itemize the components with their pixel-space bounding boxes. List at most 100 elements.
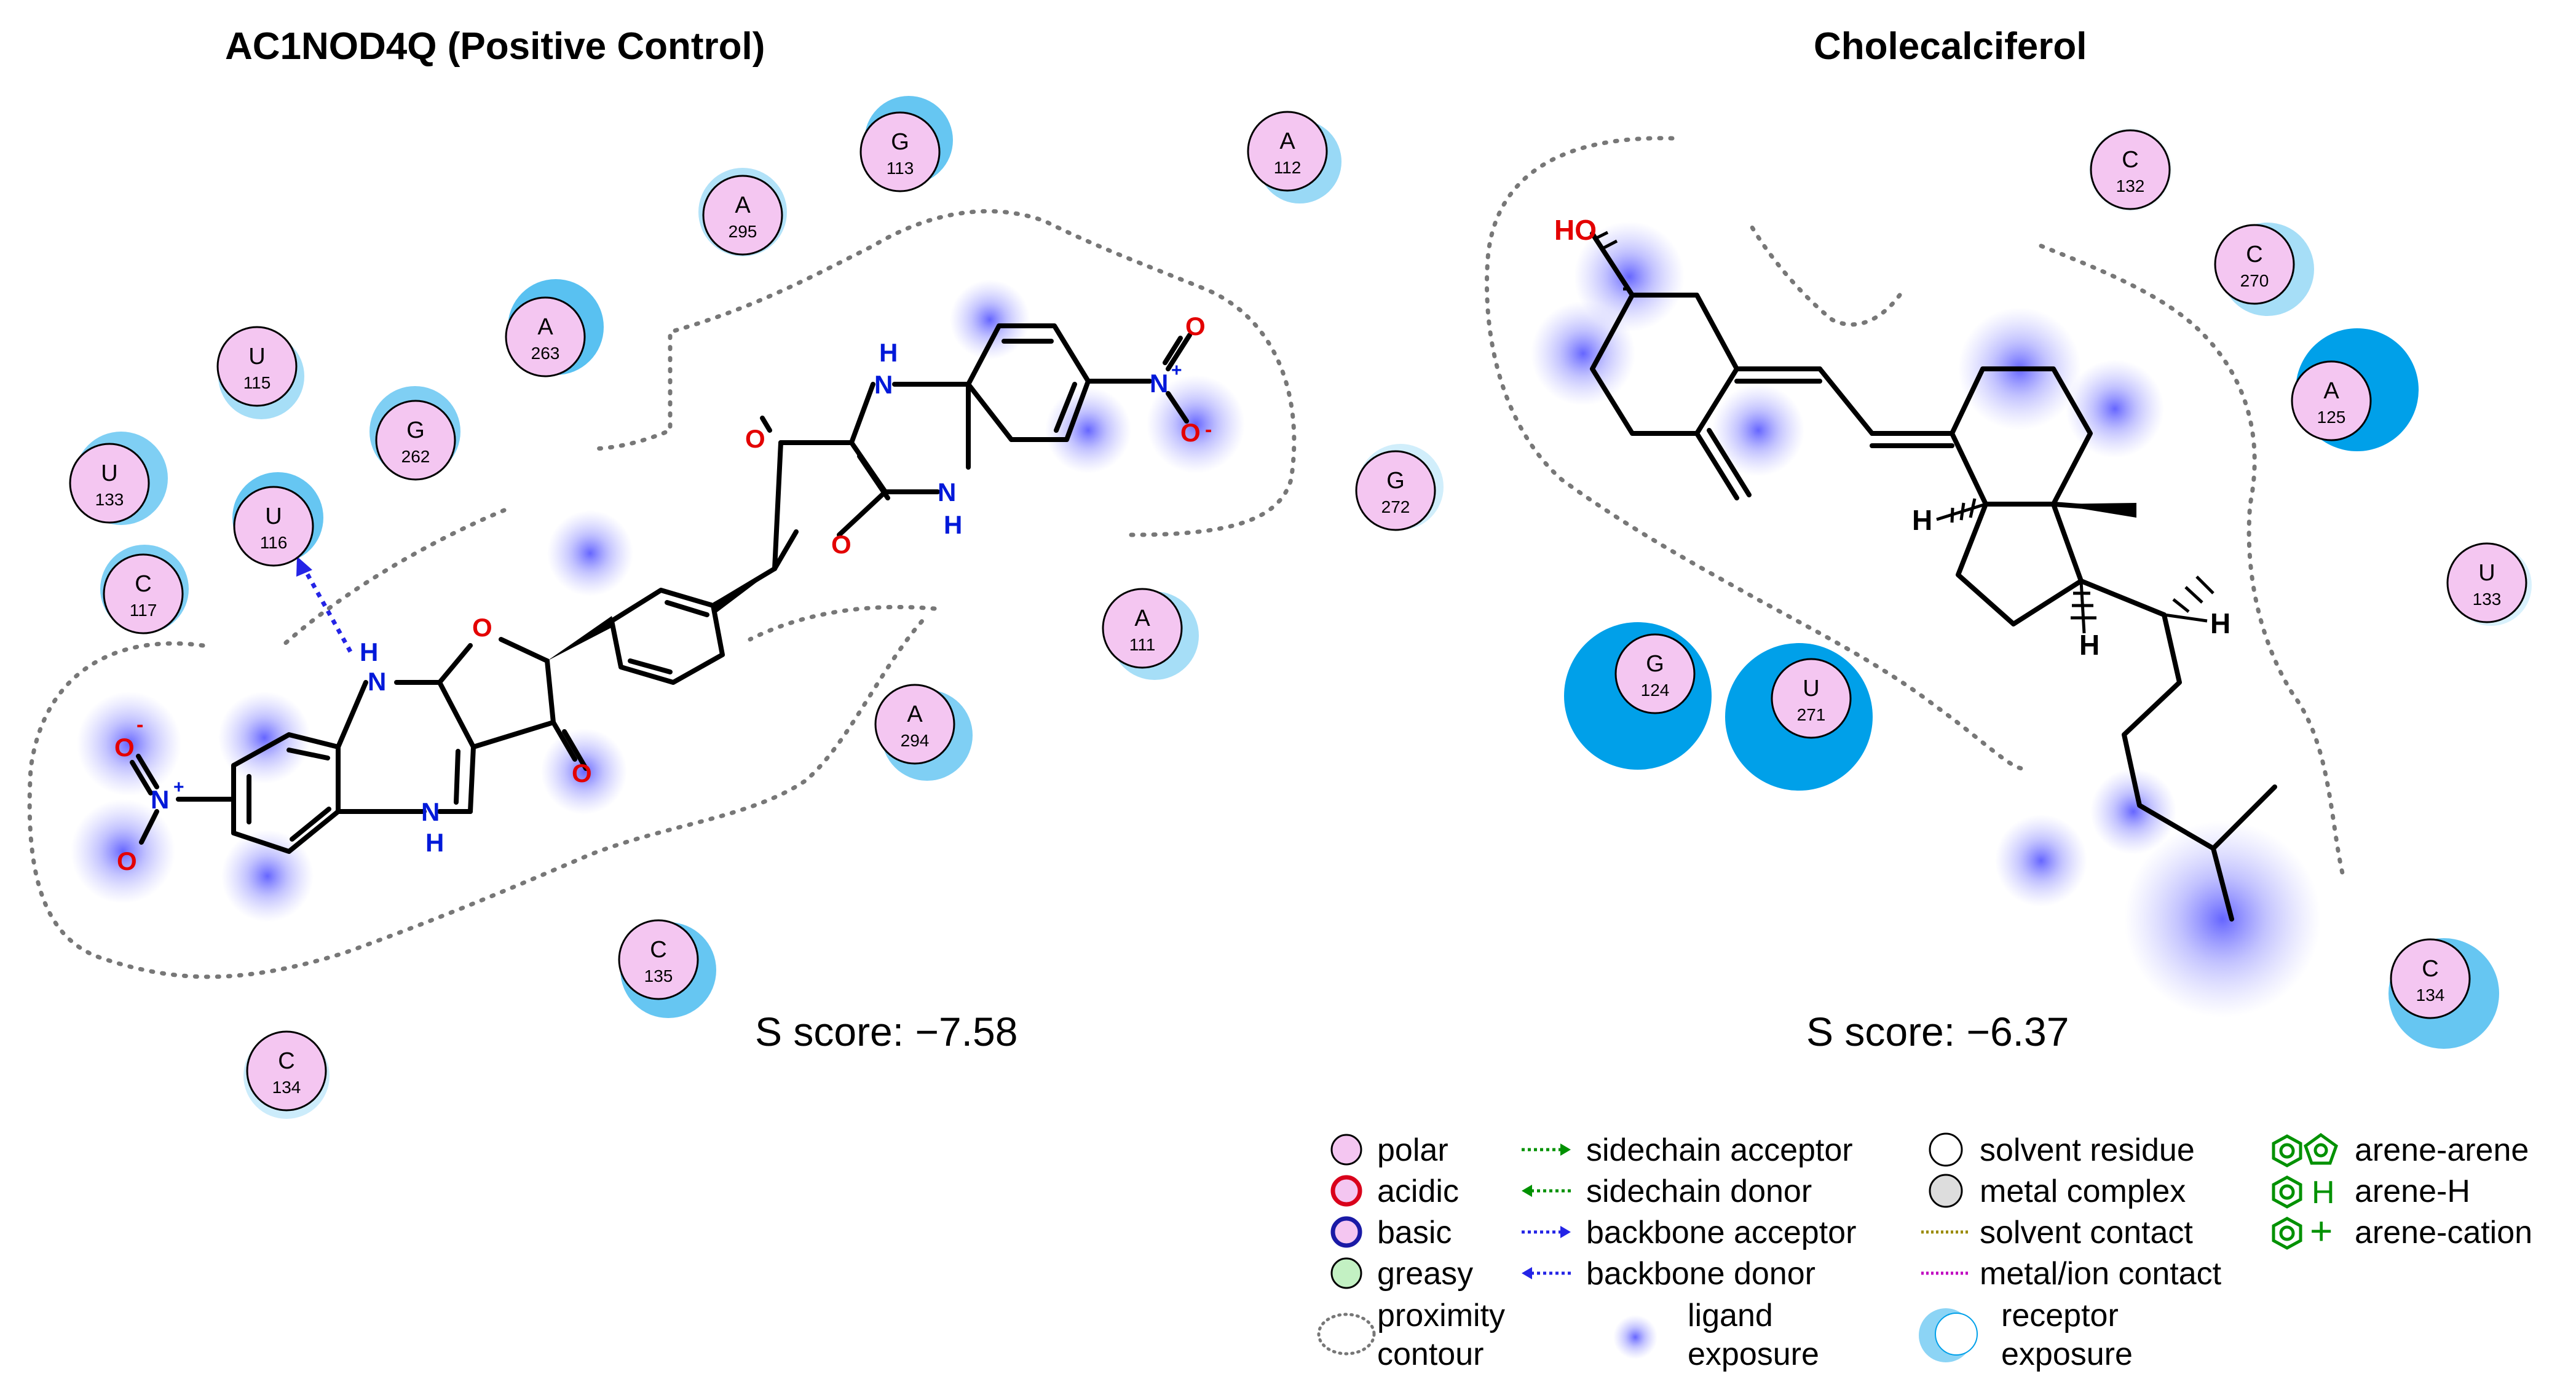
legend-proximity-label-1: proximity [1377, 1298, 1505, 1333]
legend-proximity-label-2: contour [1377, 1337, 1484, 1372]
legend-sidechain-acceptor-swatch [1522, 1143, 1571, 1156]
legend-receptor-exposure-label-2: exposure [2001, 1337, 2133, 1372]
atom-h: H [425, 828, 444, 857]
residue-name: C [2122, 147, 2138, 173]
atom-h-donor: H [360, 638, 378, 666]
atom-ho: HO [1554, 214, 1597, 246]
atom-h: H [2210, 607, 2230, 639]
residue-name: U [265, 504, 282, 529]
wedge-bond [2053, 503, 2136, 518]
residue-number: 295 [729, 222, 757, 241]
residue-number: 116 [260, 533, 288, 552]
legend-metal-complex-label: metal complex [1980, 1174, 2186, 1209]
ac1nod4q-atom-labels: N H N H O O N + O - O O O H N N H N + O … [114, 312, 1212, 875]
residue-number: 113 [887, 159, 914, 178]
legend-backbone-donor-label: backbone donor [1586, 1256, 1815, 1292]
residue-name: C [2422, 956, 2438, 982]
atom-o: O [745, 424, 765, 453]
residue-name: C [278, 1048, 294, 1074]
legend: polar acidic basic greasy proximity cont… [1317, 1132, 2532, 1372]
residue-name: C [2246, 242, 2262, 267]
residue-number: 133 [95, 490, 124, 509]
legend-greasy-swatch [1330, 1257, 1362, 1289]
legend-solvent-contact-label: solvent contact [1980, 1215, 2193, 1250]
residue-name: A [735, 192, 751, 218]
legend-arene-cation-icon [2272, 1217, 2302, 1250]
residue-number: 117 [130, 601, 157, 620]
atom-n: N [368, 667, 386, 696]
residue-number: 263 [531, 344, 560, 363]
legend-backbone-donor-swatch [1522, 1267, 1571, 1279]
atom-o: O [831, 530, 851, 559]
residue-name: C [650, 937, 666, 963]
legend-ligand-exposure-label-1: ligand [1688, 1298, 1773, 1333]
ligand-exposure-blobs [71, 280, 1245, 922]
residue-name: C [135, 571, 151, 597]
legend-arene-h-symbol: H [2312, 1175, 2335, 1210]
legend-sidechain-acceptor-label: sidechain acceptor [1586, 1132, 1853, 1168]
residue-name: A [1279, 128, 1295, 154]
residue-g124: G 124 [1614, 633, 1696, 714]
residue-name: G [1646, 651, 1664, 677]
residue-number: 262 [401, 447, 430, 466]
stereo-hash-bonds [1594, 231, 2214, 634]
legend-arene-cation-symbol: + [2310, 1209, 2333, 1253]
legend-metal-complex-swatch [1929, 1174, 1963, 1208]
residue-name: U [101, 460, 117, 486]
receptor-exposure-halos [1564, 128, 2532, 1049]
residue-name: G [406, 417, 425, 443]
residue-name: A [1134, 606, 1150, 631]
residue-number: 125 [2317, 408, 2346, 427]
legend-backbone-acceptor-swatch [1522, 1226, 1571, 1238]
legend-receptor-exposure-swatch [1919, 1308, 1978, 1362]
residue-c270: C 270 [2214, 224, 2295, 305]
wedge-bond [547, 616, 615, 661]
residue-number: 111 [1129, 635, 1156, 654]
atom-plus: + [1171, 360, 1182, 381]
residue-number: 115 [243, 373, 271, 392]
atom-minus: - [136, 713, 143, 737]
residue-number: 294 [901, 731, 930, 750]
atom-h: H [2079, 629, 2100, 661]
atom-o: O [572, 759, 592, 788]
residue-u133: U 133 [69, 443, 150, 524]
legend-proximity-swatch [1317, 1313, 1376, 1356]
residue-name: U [2478, 560, 2495, 586]
residue-number: 270 [2240, 271, 2269, 290]
atom-h: H [1912, 504, 1932, 536]
cholecalciferol-atom-labels: HO H H H [1554, 214, 2230, 661]
legend-arene-arene-icon [2272, 1132, 2338, 1167]
residue-u116: U 116 [233, 486, 314, 567]
residue-name: A [537, 314, 553, 340]
atom-n: N [938, 478, 956, 507]
residue-number: 271 [1797, 705, 1826, 724]
legend-acidic-swatch [1330, 1175, 1362, 1207]
atom-n: N [874, 370, 893, 399]
atom-o: O [1180, 418, 1201, 447]
legend-arene-cation-label: arene-cation [2355, 1215, 2532, 1250]
atom-n: N [421, 797, 440, 826]
residue-number: 124 [1641, 681, 1670, 700]
legend-receptor-exposure-label-1: receptor [2001, 1298, 2119, 1333]
legend-backbone-acceptor-label: backbone acceptor [1586, 1215, 1856, 1250]
residue-a263: A 263 [505, 296, 586, 377]
legend-greasy-label: greasy [1377, 1256, 1473, 1292]
legend-acidic-label: acidic [1377, 1174, 1459, 1209]
residue-name: G [1386, 468, 1405, 494]
backbone-acceptor-hbond [296, 556, 353, 653]
residue-a111: A 111 [1102, 588, 1183, 669]
residue-name: U [248, 344, 265, 369]
atom-o: O [117, 847, 137, 875]
legend-basic-swatch [1330, 1216, 1362, 1248]
